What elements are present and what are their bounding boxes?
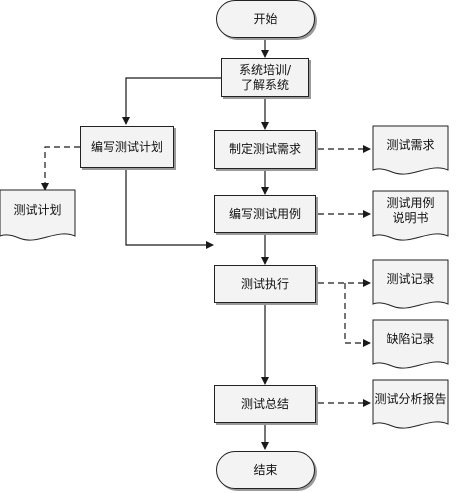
write-test-cases-node: 编写测试用例 — [214, 195, 316, 233]
doc-test-record-label: 测试记录 — [386, 271, 435, 286]
doc-defect-record-label: 缺陷记录 — [386, 331, 435, 346]
arrow-plan-to-execution — [125, 168, 214, 249]
define-test-requirements-node: 制定测试需求 — [214, 130, 316, 169]
doc-test-report: 测试分析报告 — [373, 380, 448, 424]
test-summary-node: 测试总结 — [214, 385, 316, 423]
start-node: 开始 — [216, 0, 315, 38]
end-node: 结束 — [216, 451, 315, 489]
doc-shape-test-report — [372, 379, 449, 429]
doc-test-requirements: 测试需求 — [373, 126, 448, 170]
arrow-training-to-plan — [122, 77, 221, 125]
doc-test-plan-label: 测试计划 — [13, 202, 62, 217]
doc-test-case-spec-label: 测试用例 说明书 — [386, 195, 435, 225]
write-test-plan-node: 编写测试计划 — [80, 126, 174, 168]
doc-test-plan: 测试计划 — [0, 190, 75, 236]
doc-shape-defect-record — [372, 319, 449, 369]
dashed-plan-to-doc — [41, 146, 80, 191]
doc-test-report-label: 测试分析报告 — [374, 391, 447, 406]
doc-shape-test-plan — [0, 189, 76, 241]
doc-shape-test-requirements — [372, 125, 449, 175]
doc-test-record: 测试记录 — [373, 260, 448, 304]
doc-test-case-spec: 测试用例 说明书 — [373, 191, 448, 236]
system-training-node: 系统培训/ 了解系统 — [221, 58, 309, 97]
dashed-execution-to-defect — [344, 283, 371, 347]
doc-defect-record: 缺陷记录 — [373, 320, 448, 364]
doc-shape-test-record — [372, 259, 449, 309]
doc-test-requirements-label: 测试需求 — [386, 137, 435, 152]
doc-shape-test-case-spec — [372, 190, 449, 241]
test-execution-node: 测试执行 — [214, 265, 316, 303]
